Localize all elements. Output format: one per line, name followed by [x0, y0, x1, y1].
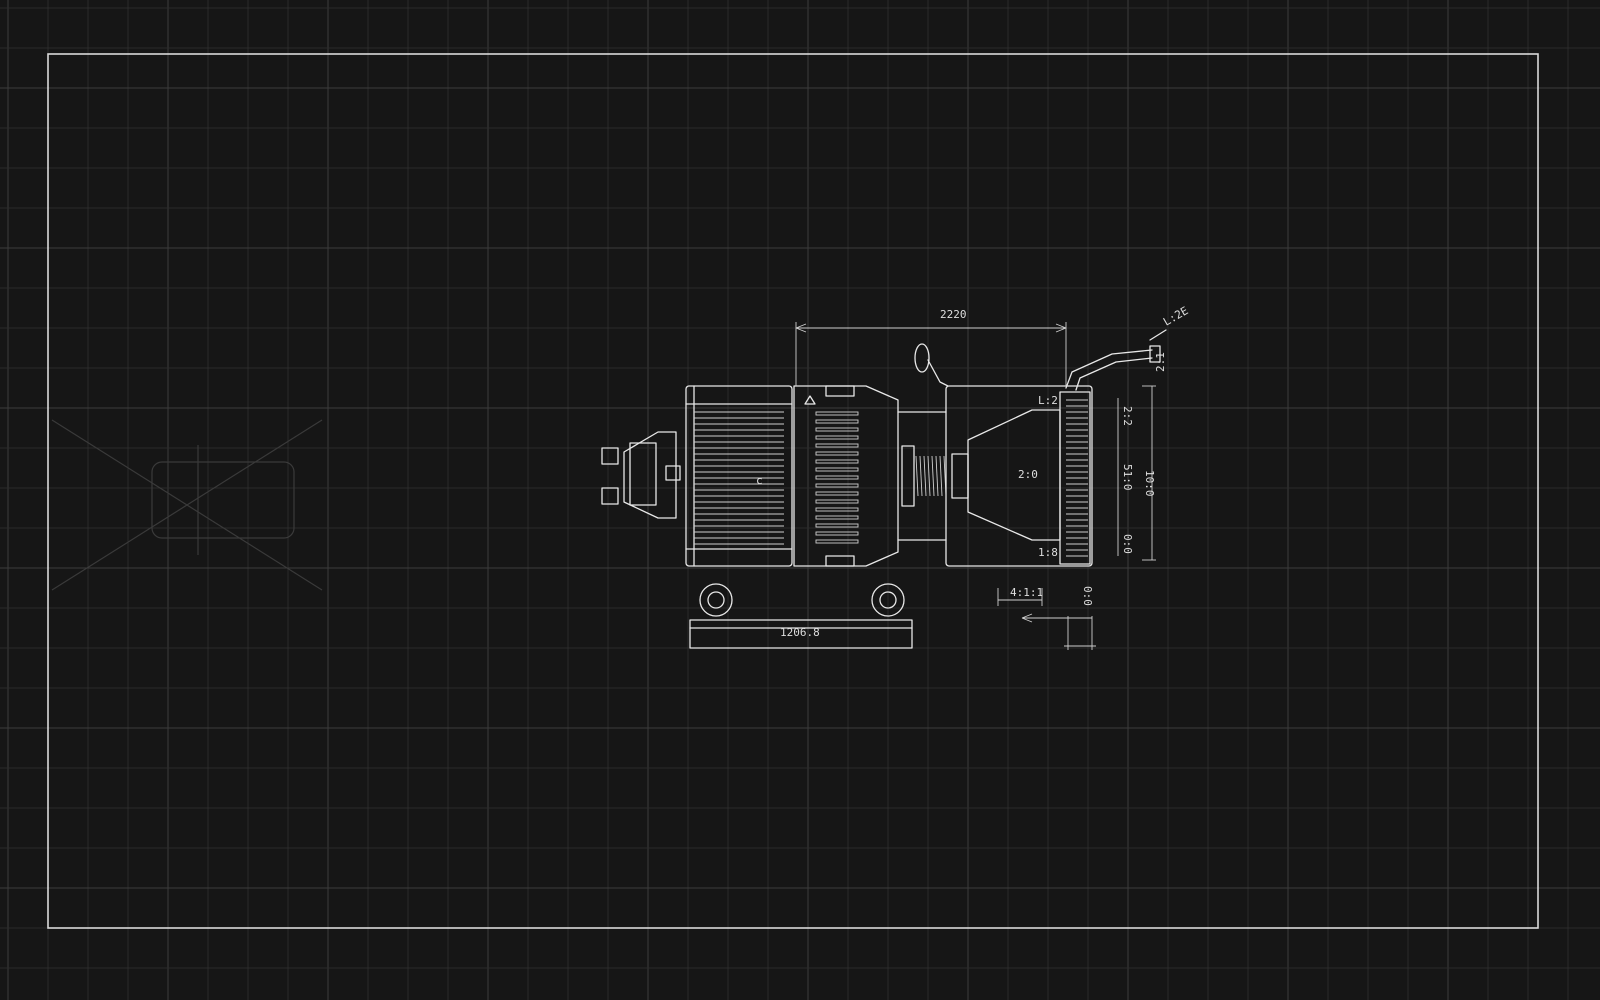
base-dimension: 1206.8: [780, 626, 820, 639]
drawing-frame: [47, 53, 1539, 929]
inlet-flange: [914, 343, 949, 387]
lower-dimension: 4:1:1: [1010, 586, 1043, 599]
pipe-note-a: L:2E: [1161, 304, 1190, 329]
side-note-b: 0:0: [1121, 534, 1134, 554]
height-dimension-a: 10:0: [1143, 470, 1156, 497]
top-dimension: 2220: [940, 308, 967, 321]
dimension-lines: 2220 10:0 51:0 2:2 0:0 4:1:1 0:0: [795, 308, 1156, 650]
motor-body: c: [685, 385, 793, 567]
cooling-fins-housing: [793, 385, 899, 567]
faint-sketch: [51, 419, 323, 591]
corner-note: L:2: [1038, 394, 1058, 407]
pipe-note-b: 2:1: [1154, 352, 1167, 372]
shaft-coupling: [897, 411, 969, 541]
center-mark: c: [756, 474, 763, 487]
small-note: 2:0: [1018, 468, 1038, 481]
side-note-a: 2:2: [1121, 406, 1134, 426]
terminal-box: [601, 431, 681, 519]
height-dimension-b: 51:0: [1121, 464, 1134, 491]
corner-note-bottom: 1:8: [1038, 546, 1058, 559]
motor-pump-drawing: c L:2 1:8 2:0: [601, 304, 1190, 650]
small-dim: 0:0: [1081, 586, 1094, 606]
pump-head: L:2 1:8 2:0: [945, 385, 1093, 567]
base-mount: 1206.8: [689, 583, 913, 649]
